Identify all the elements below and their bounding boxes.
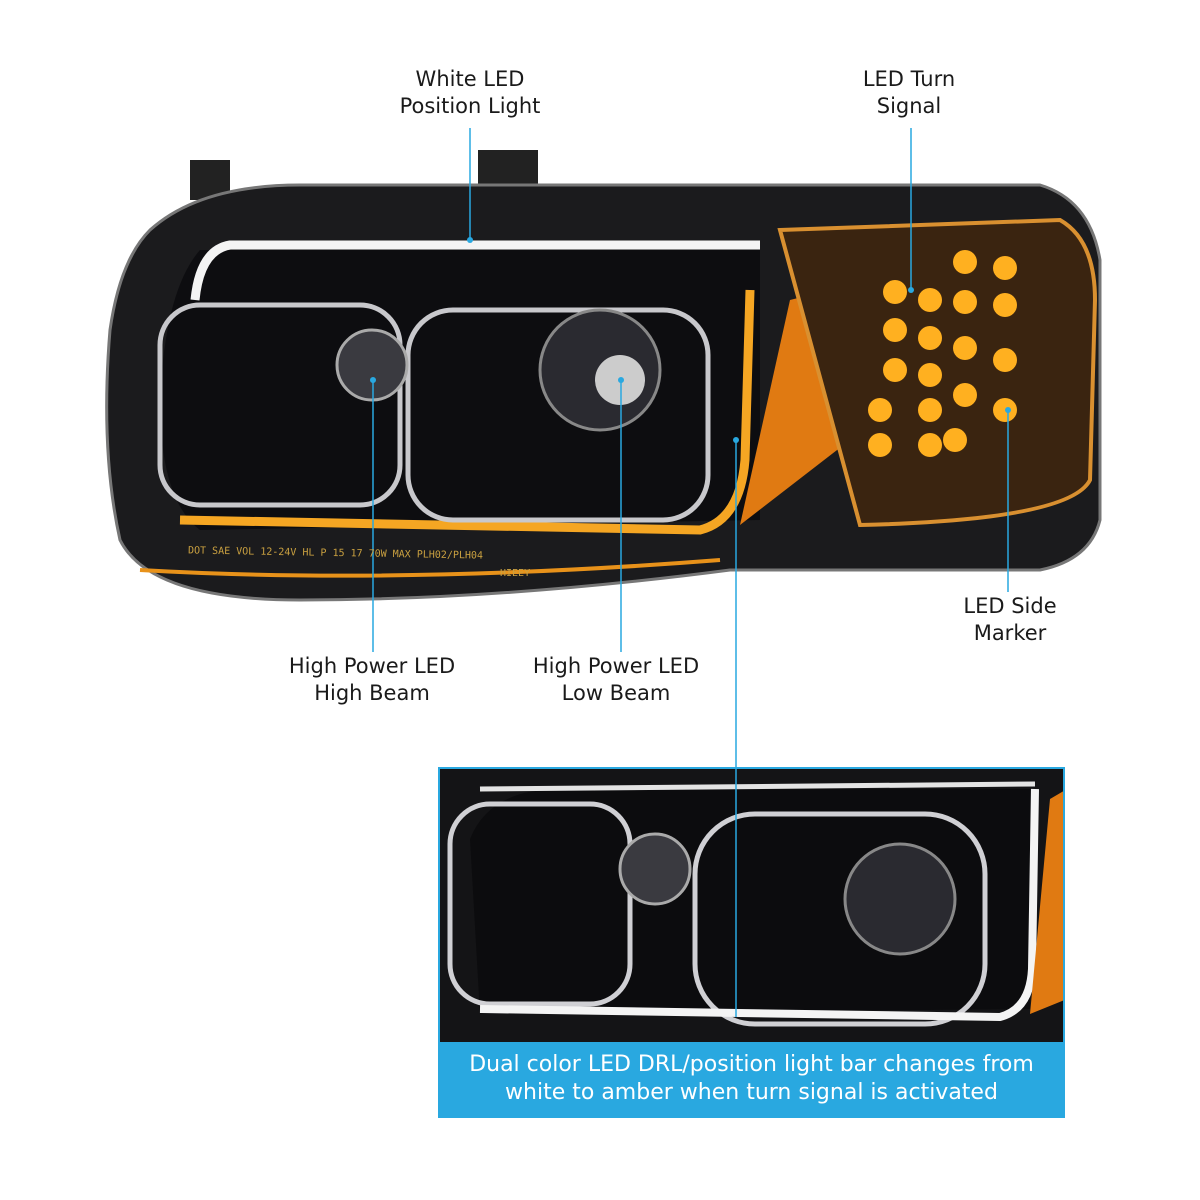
drl-detail-inset: Dual color LED DRL/position light bar ch… (438, 767, 1065, 1118)
caption-line1: Dual color LED DRL/position light bar ch… (469, 1052, 1034, 1077)
callout-line2: High Beam (314, 681, 430, 705)
callout-led-side-marker: LED Side Marker (963, 593, 1056, 647)
callout-line2: Position Light (399, 94, 541, 118)
product-code: HIEEY (500, 568, 531, 579)
callout-line1: LED Turn (862, 67, 956, 91)
callout-line2: Marker (973, 621, 1047, 645)
callout-line1: LED Side (963, 594, 1057, 618)
callout-line1: High Power LED (532, 654, 700, 678)
callout-white-led-position-light: White LED Position Light (400, 66, 541, 120)
callout-line1: White LED (415, 67, 525, 91)
callout-line2: Low Beam (561, 681, 671, 705)
caption-line2: white to amber when turn signal is activ… (505, 1080, 998, 1105)
callout-low-beam: High Power LED Low Beam (533, 653, 699, 707)
headlight-housing (105, 150, 1102, 602)
callout-led-turn-signal: LED Turn Signal (863, 66, 955, 120)
callout-high-beam: High Power LED High Beam (289, 653, 455, 707)
callout-line2: Signal (876, 94, 942, 118)
inset-caption: Dual color LED DRL/position light bar ch… (440, 1042, 1063, 1116)
callout-line1: High Power LED (288, 654, 456, 678)
drl-closeup-illustration (440, 769, 1063, 1049)
turn-signal-leds (868, 250, 1017, 457)
